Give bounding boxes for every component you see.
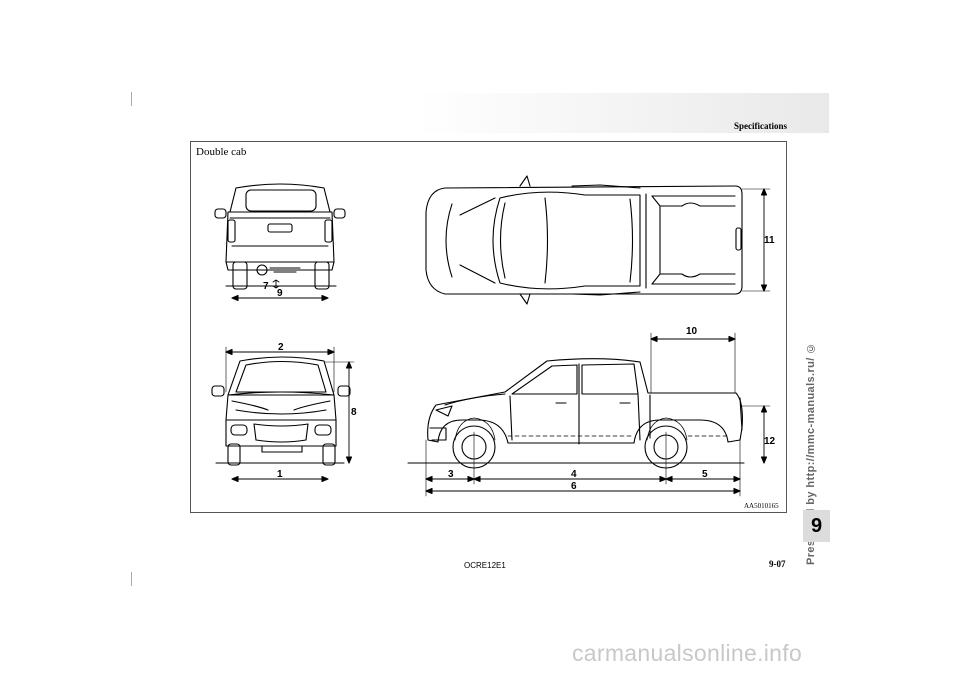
dimension-label-2: 2 [278, 342, 284, 353]
rear-view-drawing [214, 183, 346, 290]
crop-mark-bottom-left [131, 572, 132, 586]
dimension-label-1: 1 [277, 469, 283, 480]
header-bar [415, 93, 829, 133]
document-code: OCRE12E1 [464, 561, 506, 570]
top-view-drawing [425, 175, 743, 305]
figure-code: AA5010165 [744, 502, 779, 510]
dimension-label-10: 10 [686, 326, 698, 337]
dimension-label-4: 4 [571, 469, 577, 480]
side-view-drawing [407, 358, 745, 469]
dimension-label-5: 5 [702, 469, 708, 480]
crop-mark-top-left [131, 92, 132, 106]
figure-title: Double cab [196, 146, 247, 158]
dimension-label-12: 12 [764, 436, 776, 447]
chapter-tab: 9 [803, 510, 830, 542]
front-view-drawing [211, 356, 351, 466]
section-title: Specifications [734, 121, 787, 131]
page-number: 9-07 [769, 559, 786, 569]
dimension-label-11: 11 [764, 235, 775, 246]
watermark: carmanualsonline.info [572, 640, 803, 666]
dimension-label-9: 9 [277, 288, 283, 299]
dimension-label-8: 8 [351, 407, 357, 418]
dimension-label-6: 6 [571, 481, 577, 492]
dimension-label-7: 7 [263, 281, 269, 292]
dimension-label-3: 3 [448, 469, 454, 480]
